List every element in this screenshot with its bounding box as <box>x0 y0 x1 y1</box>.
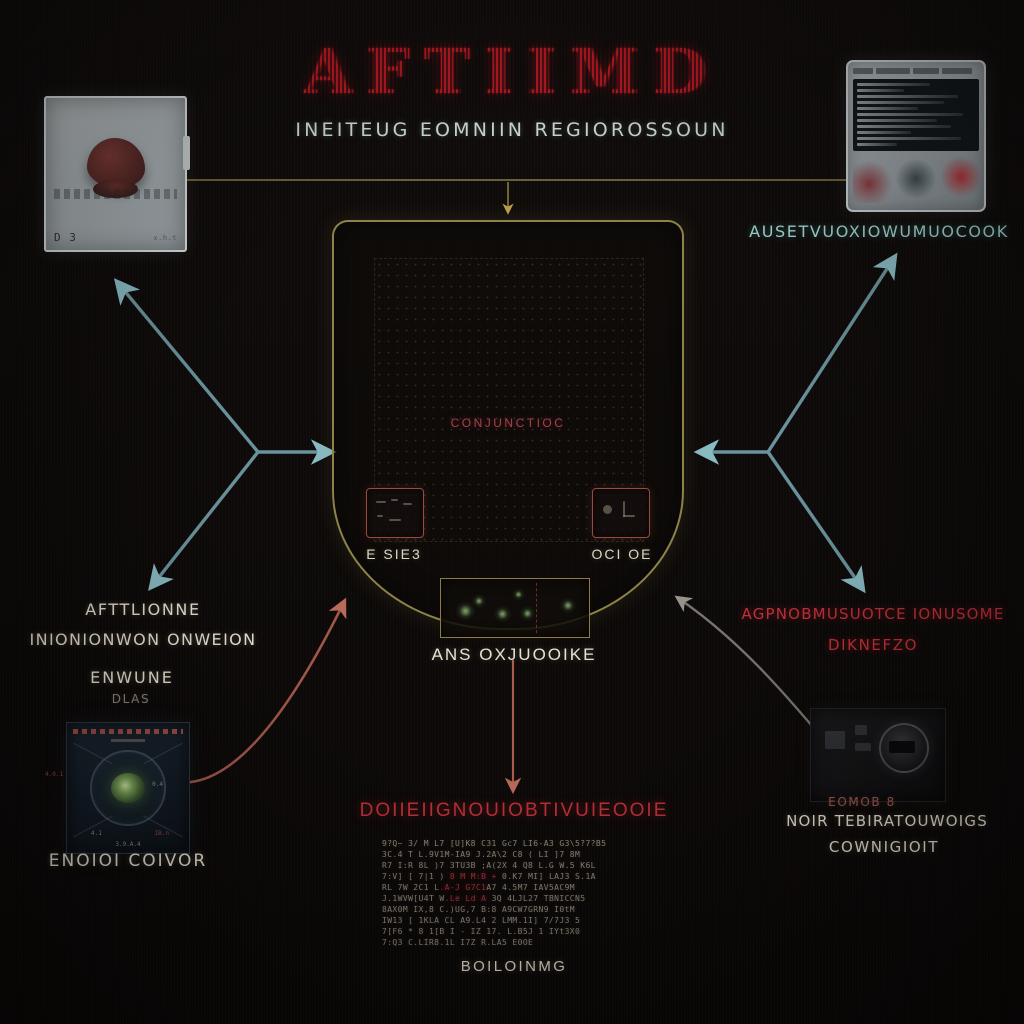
device-panel-label-line2: COWNIGIOIT <box>828 838 940 856</box>
tray-speck <box>563 601 573 610</box>
code-readout-line: IW13 [ 1KLA CL A9.L4 2 LMM.1I] 7/7J3 5 <box>382 916 581 925</box>
tablet-screen <box>853 79 979 151</box>
tablet-figure-c <box>939 155 979 203</box>
card-corner-code: D 3 <box>54 231 77 244</box>
tray-speck <box>515 591 522 598</box>
code-readout-line: 7:V] [ 7|1 ) 8 M M:B + 0.K7 MI] LAJ3 S.1… <box>382 872 596 881</box>
sensor-subheader <box>111 739 145 742</box>
sensor-tick-a: 4.1 <box>91 830 102 837</box>
page-title: AFTIIMD <box>303 35 721 108</box>
left-branch-label-line1: AFTTLIONNE <box>85 600 201 619</box>
shield-chip-left-caption: E SIE3 <box>366 546 422 562</box>
title-block: AFTIIMD INEITEUG EOMNIIN REGIOROSSOUN <box>0 40 1024 141</box>
code-readout-line: 7[F6 * 8 1[B I - IZ 17. L.B5J 1 IYt3X0 <box>382 927 581 936</box>
sensor-tick-bottom: 3.9.A.4 <box>115 841 141 848</box>
code-readout-line: 9?Q~ 3/ M L7 [U]K8 C31 Gc7 LI6-A3 G3\5?7… <box>382 839 607 848</box>
code-readout-caption: BOILOINMG <box>460 958 568 975</box>
sensor-tick-b: IB.n <box>154 830 169 837</box>
code-readout-line: RL 7W 2C1 L.A-J G7C1A7 4.5M7 IAV5AC9M <box>382 883 576 892</box>
specimen-blob-icon <box>86 137 145 198</box>
sensor-tick-left: 4.0.1 <box>45 771 64 778</box>
tray-speck <box>459 605 472 617</box>
device-dial-icon[interactable] <box>879 723 929 773</box>
sensor-to-shield-connector <box>175 597 347 784</box>
left-teal-branch-connector <box>113 278 337 591</box>
shield-core-label: CONJUNCTIOC <box>450 416 566 430</box>
code-readout-line: 7:Q3 C.LIR8.1L I7Z R.LA5 E0OE <box>382 938 534 947</box>
reference-tablet-panel[interactable] <box>846 60 986 212</box>
card-caption-texture <box>54 189 177 200</box>
code-readout-line: R7 I:R 8L )7 3TU3B ;A(2X 4 Q8 L.G W.5 K6… <box>382 861 596 870</box>
code-readout-title: DOIIEIIGNOUIOBTIVUIEOOIE <box>359 800 669 821</box>
left-branch-label-line3: ENWUNE <box>90 668 174 687</box>
code-readout-line: J.1WVW[U4T W.Le Ld A 3Q 4LJL27 TBNICCN5 <box>382 894 586 903</box>
shield-chip-right-caption: OCI OE <box>591 546 653 562</box>
specimen-card-panel[interactable]: D 3 x.h.t <box>44 96 190 252</box>
card-spine <box>183 136 190 170</box>
page-subtitle: INEITEUG EOMNIIN REGIOROSSOUN <box>295 119 729 142</box>
shield-chip-right[interactable] <box>592 488 650 538</box>
device-key <box>855 743 871 751</box>
left-branch-label-line2: INIONIONWON ONWEION <box>29 630 257 649</box>
sample-tray-panel[interactable] <box>440 578 590 638</box>
shield-outline <box>332 220 684 630</box>
sensor-header-strip <box>73 729 183 734</box>
code-readout-block: 9?Q~ 3/ M L7 [U]K8 C31 Gc7 LI6-A3 G3\5?7… <box>382 838 646 950</box>
sensor-ring <box>90 750 166 826</box>
reference-tablet-label: AUSETVUOXIOWUMUOCOOK <box>749 222 1009 241</box>
device-key <box>855 725 867 735</box>
tablet-figure-a <box>853 155 893 203</box>
top-bus-connector <box>183 179 930 215</box>
left-branch-label-line4: DLAS <box>111 692 151 706</box>
right-teal-branch-connector <box>693 252 898 594</box>
tablet-toolbar <box>853 67 979 75</box>
sensor-lens-icon <box>111 773 145 803</box>
device-panel-small-caption: EOMOB 8 <box>828 795 896 809</box>
tray-speck <box>475 597 483 605</box>
right-branch-label-line1: AGPNOBMUSUOTCE IONUSOME <box>741 605 1005 623</box>
tray-speck <box>523 609 532 618</box>
tablet-figure-row <box>853 155 979 203</box>
sensor-module-panel[interactable]: 4.0.1 4.1 IB.n 0.4 3.9.A.4 <box>45 722 190 854</box>
tray-divider <box>535 583 537 633</box>
device-panel-label-line1: NOIR TEBIRATOUWOIGS <box>786 812 988 830</box>
code-readout-line: 8AX0M IX,8 C.)UG,7 B:8 A9CW7GRN9 I0tM <box>382 905 576 914</box>
central-shield-module[interactable]: CONJUNCTIOC E SIE3 OCI OE <box>332 220 684 630</box>
tablet-figure-b <box>896 155 936 203</box>
code-readout-line: 3C.4 T L.9V1M-IA9 J.2A\2 C8 ( LI ]7 8M <box>382 850 581 859</box>
card-corner-code-small: x.h.t <box>153 234 177 242</box>
device-key <box>825 731 845 749</box>
device-to-shield-connector <box>674 595 819 734</box>
sample-tray-caption: ANS OXJUOOIKE <box>431 645 597 664</box>
sensor-tick-c: 0.4 <box>152 781 163 788</box>
right-branch-label-line2: DIKNEFZO <box>827 636 919 654</box>
device-panel[interactable] <box>810 708 946 802</box>
sensor-module-caption: ENOIOI COIVOR <box>48 851 208 871</box>
tray-speck <box>497 609 508 619</box>
shield-chip-left[interactable] <box>366 488 424 538</box>
